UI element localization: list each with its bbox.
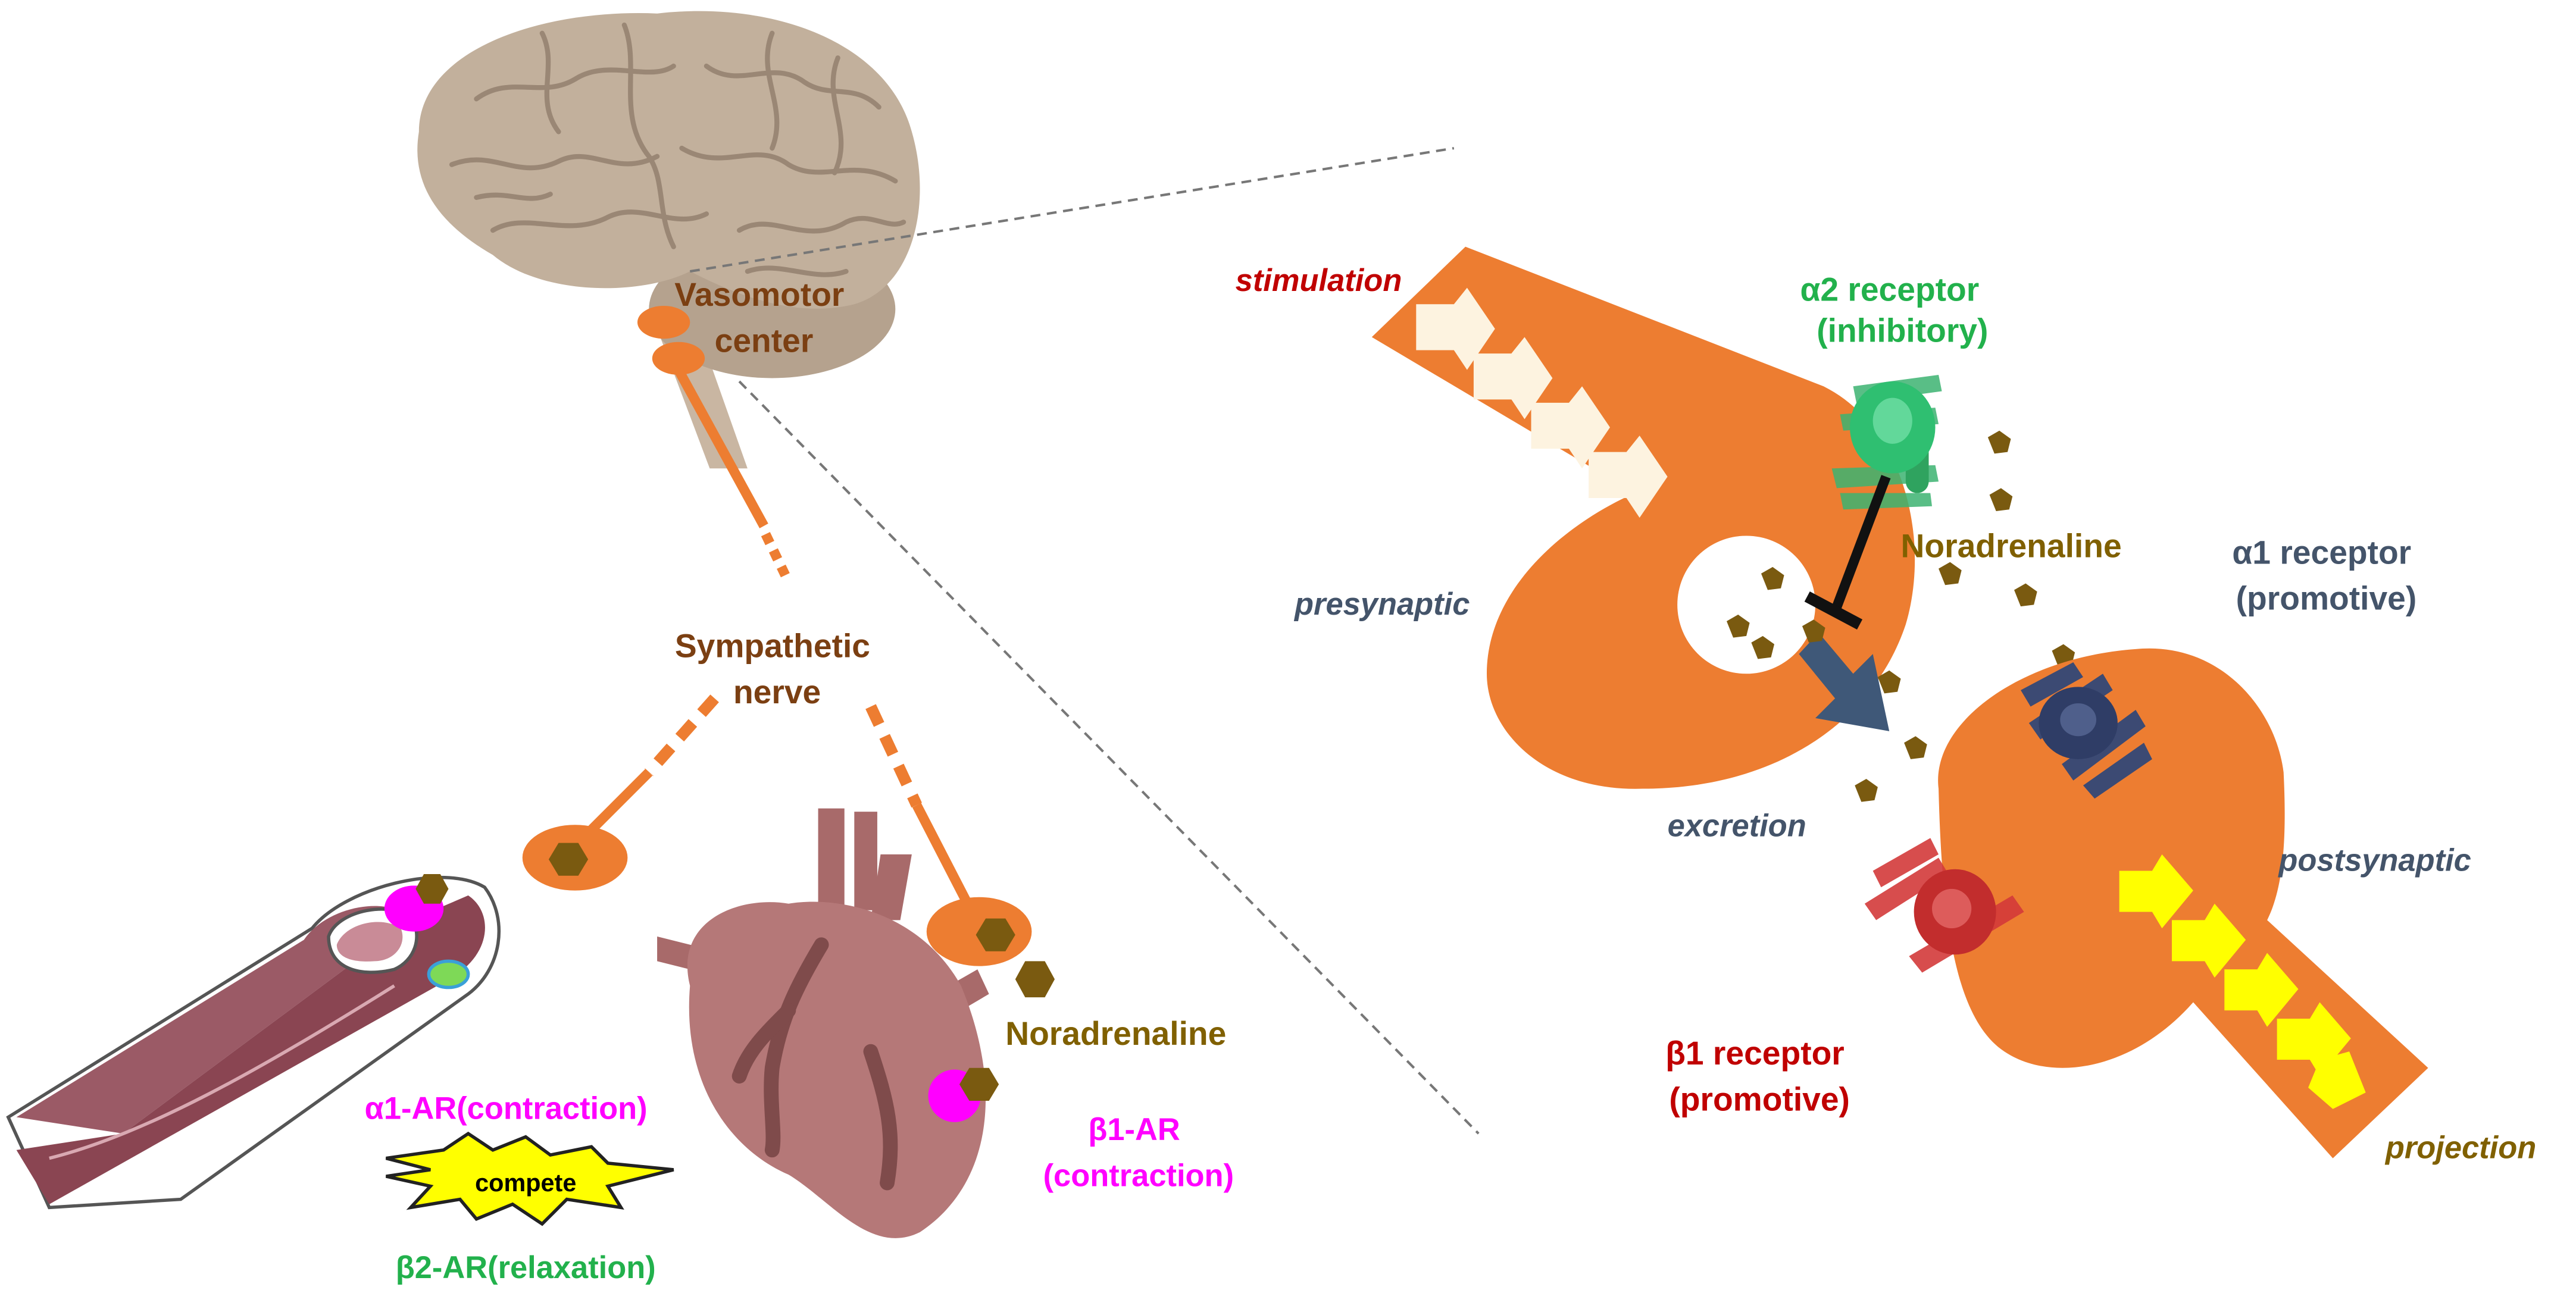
nerve-branch-heart xyxy=(865,704,1032,966)
beta1-receptor-label: β1 receptor (promotive) xyxy=(1665,1035,1853,1117)
alpha1-receptor-label: α1 receptor (promotive) xyxy=(2232,534,2420,616)
noradrenaline-granule-icon xyxy=(1015,961,1055,998)
zoom-line-top xyxy=(689,146,1455,273)
heart-icon xyxy=(657,808,999,1238)
blood-vessel-icon xyxy=(6,874,501,1210)
projection-label: projection xyxy=(2384,1131,2536,1166)
brain-icon xyxy=(417,11,920,469)
alpha2-receptor-label: α2 receptor (inhibitory) xyxy=(1800,271,1988,349)
zoom-line-bottom xyxy=(738,380,1480,1135)
sympathetic-nerve-label: Sympathetic nerve xyxy=(675,628,880,710)
presynaptic-label: presynaptic xyxy=(1293,587,1470,622)
receptor-icon-beta1 xyxy=(1864,838,2024,973)
stimulation-label: stimulation xyxy=(1236,264,1402,298)
vasomotor-center-label: Vasomotor center xyxy=(674,276,854,359)
receptor-icon-alpha2 xyxy=(1831,374,1942,510)
compete-burst: compete xyxy=(385,1131,674,1226)
noradrenaline-label-left: Noradrenaline xyxy=(1005,1015,1226,1052)
stimulation-arrows xyxy=(1416,287,1668,518)
projection-arrows xyxy=(2119,854,2366,1109)
receptor-icon-alpha1 xyxy=(2021,662,2152,799)
inhibition-arrow xyxy=(1804,475,1891,630)
nerve-branch-vessel xyxy=(522,694,719,891)
alpha1-ar-label: α1-AR(contraction) xyxy=(365,1091,648,1126)
noradrenaline-label-right: Noradrenaline xyxy=(1901,527,2122,564)
beta2-ar-label: β2-AR(relaxation) xyxy=(396,1251,656,1285)
excretion-arrow xyxy=(1799,633,1890,731)
postsynaptic-label: postsynaptic xyxy=(2277,844,2471,878)
beta1-ar-label: β1-AR (contraction) xyxy=(1043,1113,1234,1193)
svg-text:compete: compete xyxy=(475,1169,576,1197)
sympathetic-nerve-fiber xyxy=(674,367,790,578)
excretion-label: excretion xyxy=(1668,809,1806,844)
